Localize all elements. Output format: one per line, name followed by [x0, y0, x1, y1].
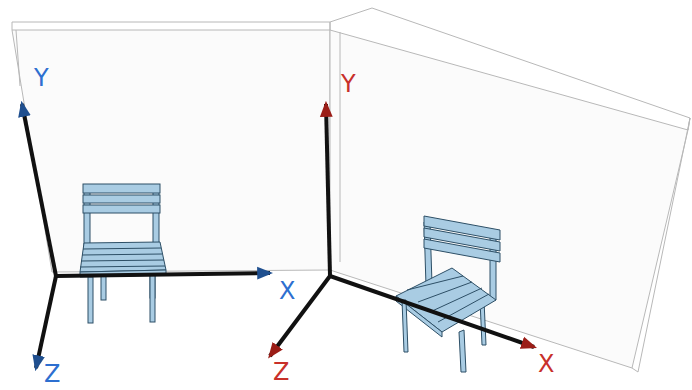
axes-blue: [22, 104, 270, 368]
axis-label: X: [279, 279, 295, 303]
axis-label: Z: [44, 362, 60, 386]
walls: [12, 8, 690, 372]
chair-right: [396, 216, 500, 372]
chair-left: [80, 184, 166, 323]
axis-label: Y: [34, 66, 49, 90]
axis-label: X: [538, 352, 554, 376]
axis-label: Z: [273, 360, 289, 384]
axis-label: Y: [341, 72, 356, 96]
axes-red: [270, 104, 534, 356]
